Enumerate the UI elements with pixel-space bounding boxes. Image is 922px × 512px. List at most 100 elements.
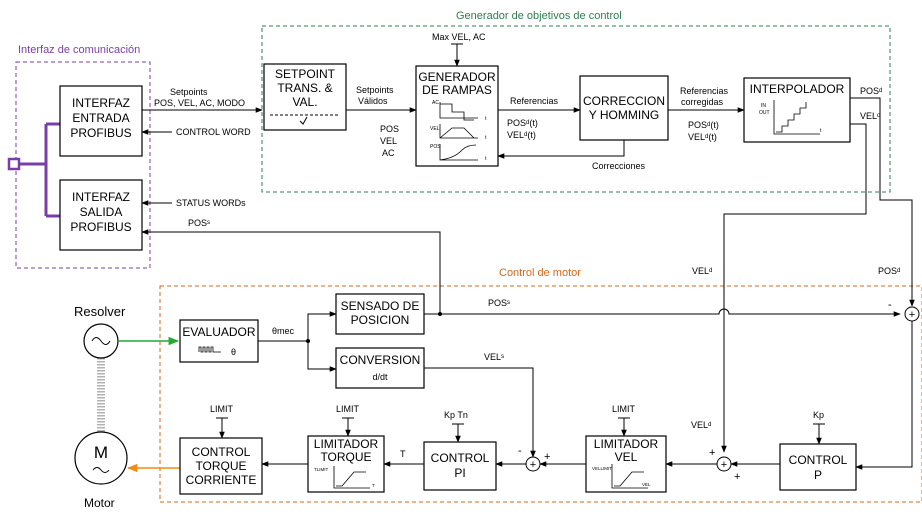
pos-d-line <box>850 97 915 307</box>
control-pi-line1: CONTROL <box>431 451 490 465</box>
control-torque-limit-label: LIMIT <box>210 404 234 414</box>
evaluador-theta: θ <box>231 347 236 357</box>
evaluador-title: EVALUADOR <box>182 325 255 339</box>
pos-s-feedback-label: POSˢ <box>188 218 210 228</box>
vel-d-t-label-1: VELᵈ(t) <box>507 130 536 140</box>
ramp-vel-label: VEL <box>430 126 440 132</box>
pos-vel-ac-line3: AC <box>382 148 395 158</box>
motor-shaft <box>97 358 105 432</box>
limitador-vel-line1: LIMITADOR <box>594 437 659 451</box>
sum-vel-plus-top: + <box>709 447 715 459</box>
max-vel-ac-label: Max VEL, AC <box>432 32 486 42</box>
sum-vel-plus-bottom: + <box>734 471 740 483</box>
vel-d-label-mid: VELᵈ <box>692 266 713 276</box>
bus-connector-icon <box>7 157 21 171</box>
control-torque-block <box>179 437 263 495</box>
sum-pos-minus: - <box>888 299 892 311</box>
correccion-homming-block <box>579 75 669 141</box>
vel-d-label-top: VELᵈ <box>860 111 881 121</box>
control-p-line1: CONTROL <box>789 453 848 467</box>
limitador-torque-limit-label: LIMIT <box>336 404 360 414</box>
limitador-torque-sat-plot <box>333 466 370 489</box>
control-torque-line1: CONTROL <box>192 445 251 459</box>
setpoints-validos-line2: Válidos <box>358 96 388 106</box>
sum-pi-minus: - <box>518 445 522 457</box>
sum-node-pi-symbol: + <box>530 459 536 471</box>
pos-d-label-top: POSᵈ <box>860 86 883 96</box>
setpoint-line3: VAL. <box>292 95 317 109</box>
sensado-line2: POSICION <box>351 313 410 327</box>
limitador-vel-line2: VEL <box>615 450 638 464</box>
ref-corregidas-line1: Referencias <box>680 86 729 96</box>
limitador-vel-sat-xlabel: VEL <box>642 482 651 487</box>
pos-d-t-label-2: POSᵈ(t) <box>688 120 719 130</box>
motor-icon <box>74 431 128 485</box>
ramp-t-label-3: t <box>485 156 487 162</box>
sum-to-control-p <box>855 321 913 470</box>
vel-s-line <box>424 367 536 458</box>
pos-vel-ac-line1: POS <box>380 124 399 134</box>
torque-t-label: T <box>400 449 406 459</box>
setpoints-label: Setpoints <box>170 87 208 97</box>
motor-region-title: Control de motor <box>499 267 581 279</box>
ramp-vel-plot <box>439 124 478 139</box>
ramp-line2: DE RAMPAS <box>422 83 492 97</box>
limitador-vel-limit-label: LIMIT <box>612 404 636 414</box>
sensado-block <box>335 293 425 335</box>
sum-node-vel-symbol: + <box>721 459 727 471</box>
vel-d-line <box>721 123 867 453</box>
ramp-ac-label: AC <box>432 100 439 106</box>
interpolador-block <box>743 77 851 143</box>
motor-letter: M <box>94 443 108 462</box>
interfaz-salida-line2: SALIDA <box>80 205 123 219</box>
pos-vel-ac-line2: VEL <box>380 136 397 146</box>
limitador-torque-line1: LIMITADOR <box>314 437 379 451</box>
interfaz-entrada-line1: INTERFAZ <box>72 96 130 110</box>
limitador-torque-sat-ylabel: TLIMIT <box>314 467 329 472</box>
ramp-pos-label: POS <box>430 144 441 150</box>
control-word-label: CONTROL WORD <box>176 127 251 137</box>
sum-pi-plus: + <box>544 451 550 463</box>
conversion-block <box>335 347 425 389</box>
ramp-line1: GENERADOR <box>418 70 496 84</box>
square-wave-icon <box>198 346 221 353</box>
setpoint-line2: TRANS. & <box>277 81 332 95</box>
pos-d-t-label-1: POSᵈ(t) <box>507 118 538 128</box>
control-torque-line2: TORQUE <box>195 459 246 473</box>
ramp-t-label-1: t <box>485 116 487 122</box>
correcciones-arrow <box>497 140 625 159</box>
setpoint-block <box>263 63 347 131</box>
correccion-line2: Y HOMMING <box>589 108 659 122</box>
theta-mec-label: θmec <box>272 326 295 336</box>
setpoints-list-label: POS, VEL, AC, MODO <box>154 98 245 108</box>
control-p-kp-label: Kp <box>813 410 824 420</box>
pos-d-label-mid: POSᵈ <box>878 266 901 276</box>
limitador-torque-line2: TORQUE <box>320 450 371 464</box>
correccion-line1: CORRECCION <box>583 94 665 108</box>
vel-d-label-low: VELᵈ <box>691 420 712 430</box>
interfaz-entrada-line2: ENTRADA <box>72 111 129 125</box>
evaluador-block <box>179 319 259 363</box>
control-p-line2: P <box>814 468 822 482</box>
ramp-pos-plot <box>439 144 478 161</box>
comm-region-title: Interfaz de comunicación <box>18 44 140 56</box>
ref-corregidas-line2: corregidas <box>681 97 724 107</box>
interfaz-entrada-block <box>59 85 143 157</box>
conversion-sub: d/dt <box>372 372 388 382</box>
control-pi-kptn-label: Kp Tn <box>444 410 468 420</box>
checkmark-icon <box>299 116 308 125</box>
pos-s-junction <box>438 312 442 316</box>
ramp-t-label-2: t <box>485 135 487 141</box>
to-conversion-arrow <box>307 341 337 372</box>
conversion-title: CONVERSION <box>340 353 421 367</box>
limitador-vel-sat-ylabel: VELLIMIT <box>592 466 612 471</box>
ramp-generator-block <box>415 65 499 167</box>
interfaz-entrada-line3: PROFIBUS <box>70 126 131 140</box>
gen-region-title: Generador de objetivos de control <box>456 10 622 22</box>
referencias-label: Referencias <box>510 96 559 106</box>
status-words-label: STATUS WORDs <box>176 198 246 208</box>
bus-lines <box>19 122 60 218</box>
interpolador-title: INTERPOLADOR <box>750 82 845 96</box>
interfaz-salida-block <box>59 179 143 251</box>
motor-region <box>159 285 922 503</box>
